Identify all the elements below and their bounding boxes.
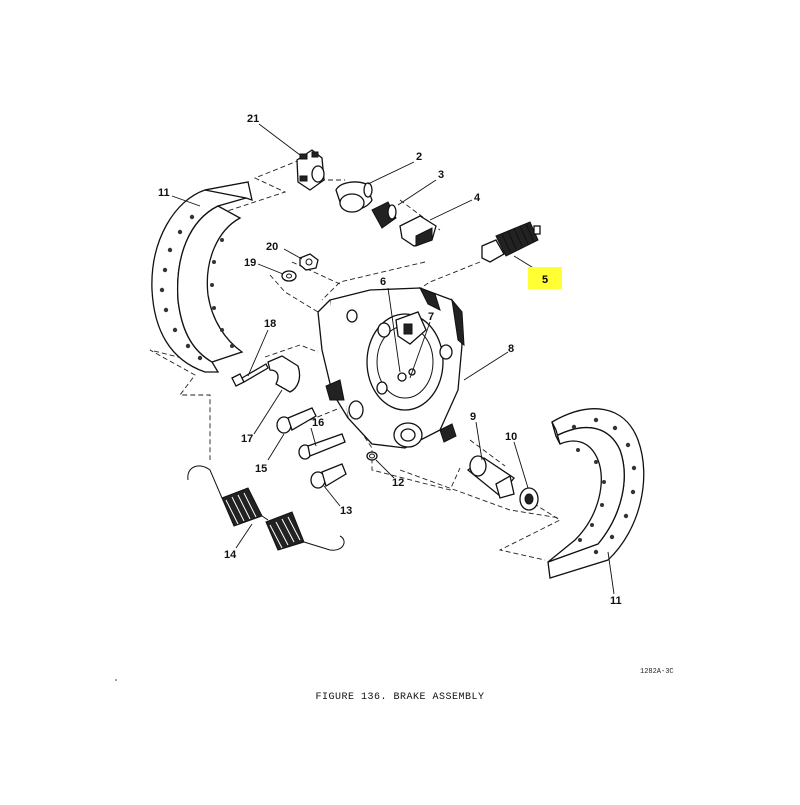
callout-21: 21 (247, 113, 259, 125)
callout-17: 17 (241, 433, 253, 445)
callout-4: 4 (474, 192, 481, 204)
part-12-o-ring (366, 451, 378, 461)
callout-12: 12 (392, 477, 404, 489)
part-13-pin (310, 463, 347, 489)
callout-10: 10 (505, 431, 517, 443)
part-18-bolt (231, 363, 269, 387)
callout-13: 13 (340, 505, 352, 517)
part-4-pawl (399, 215, 437, 247)
part-5-spring (481, 221, 541, 263)
callout-8: 8 (508, 343, 514, 355)
callout-19: 19 (244, 257, 256, 269)
part-21-adjuster (296, 149, 325, 191)
callout-9: 9 (470, 411, 476, 423)
drawing-code: 1282A-3C (640, 668, 674, 676)
part-2-boot (335, 181, 373, 213)
callout-16: 16 (312, 417, 324, 429)
callout-18: 18 (264, 318, 276, 330)
callout-15: 15 (255, 463, 267, 475)
part-3-nut (371, 201, 397, 229)
part-10-seal (519, 487, 539, 511)
callout-11-upper: 11 (158, 187, 170, 199)
brake-shoe-lower (547, 408, 645, 579)
figure-caption: FIGURE 136. BRAKE ASSEMBLY (315, 692, 485, 703)
callout-labels: 21 2 3 4 5 11 20 19 6 7 8 18 17 16 15 9 … (158, 113, 622, 607)
stray-dot (115, 679, 117, 681)
part-14-springs (187, 465, 345, 551)
leader-lines (171, 123, 615, 595)
brake-shoe-upper (151, 181, 253, 373)
callout-7: 7 (428, 311, 434, 323)
callout-14: 14 (224, 549, 237, 561)
callout-3: 3 (438, 169, 444, 181)
callout-2: 2 (416, 151, 422, 163)
part-20-nut (299, 253, 319, 271)
callout-5-highlight (528, 267, 562, 289)
callout-5: 5 (542, 274, 548, 286)
part-16-bolt (298, 433, 346, 460)
callout-20: 20 (266, 241, 278, 253)
callout-11-lower: 11 (610, 595, 622, 607)
part-19-washer (281, 270, 297, 282)
callout-6: 6 (380, 276, 386, 288)
part-15-bolt (276, 407, 317, 434)
part-9-piston (466, 455, 515, 499)
part-17-clip (267, 355, 301, 393)
